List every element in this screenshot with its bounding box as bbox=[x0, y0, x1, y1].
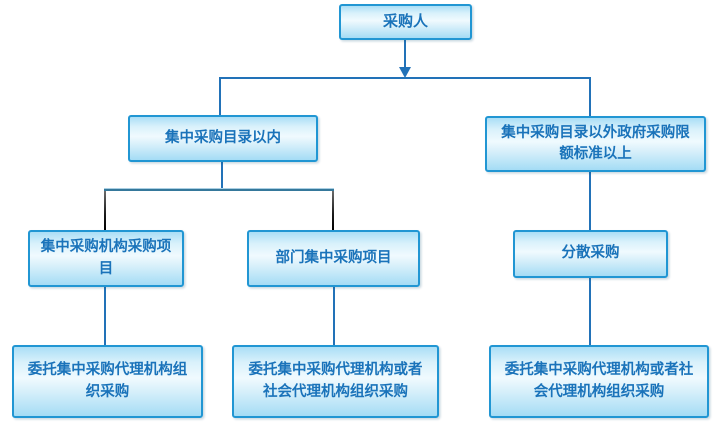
node-delegate-central-or-social-mid-label: 委托集中采购代理机构或者社会代理机构组织采购 bbox=[248, 362, 423, 400]
node-delegate-central-or-social-right-label: 委托集中采购代理机构或者社会代理机构组织采购 bbox=[504, 362, 694, 400]
connector-within-catalog-down bbox=[221, 162, 223, 190]
connector-purchaser-down bbox=[404, 40, 406, 68]
node-decentralized-label: 分散采购 bbox=[561, 245, 620, 262]
node-within-catalog-label: 集中采购目录以内 bbox=[165, 129, 281, 146]
connector-to-outside-catalog bbox=[589, 79, 591, 116]
connector-drop-central-agency bbox=[104, 191, 106, 230]
arrowhead-down-icon bbox=[399, 67, 411, 78]
node-dept-central-project: 部门集中采购项目 bbox=[247, 230, 420, 287]
node-outside-catalog: 集中采购目录以外政府采购限额标准以上 bbox=[485, 116, 706, 172]
node-purchaser: 采购人 bbox=[339, 4, 472, 40]
connector-drop-dept-central bbox=[332, 191, 334, 230]
node-delegate-central-label: 委托集中采购代理机构组织采购 bbox=[27, 362, 188, 400]
connector-level3-horizontal bbox=[104, 188, 334, 191]
node-delegate-central-or-social-mid: 委托集中采购代理机构或者社会代理机构组织采购 bbox=[232, 345, 439, 418]
node-central-agency-project: 集中采购机构采购项目 bbox=[28, 230, 184, 287]
node-delegate-central-or-social-right: 委托集中采购代理机构或者社会代理机构组织采购 bbox=[489, 345, 709, 418]
node-delegate-central: 委托集中采购代理机构组织采购 bbox=[12, 345, 203, 418]
node-dept-central-project-label: 部门集中采购项目 bbox=[275, 249, 392, 266]
connector-decentralized-down bbox=[589, 278, 591, 345]
node-purchaser-label: 采购人 bbox=[382, 13, 428, 31]
connector-dept-central-down bbox=[333, 287, 335, 345]
connector-to-within-catalog bbox=[219, 79, 221, 115]
node-decentralized: 分散采购 bbox=[513, 230, 668, 278]
node-outside-catalog-label: 集中采购目录以外政府采购限额标准以上 bbox=[501, 124, 690, 162]
node-within-catalog: 集中采购目录以内 bbox=[128, 115, 318, 162]
node-central-agency-project-label: 集中采购机构采购项目 bbox=[40, 239, 172, 277]
connector-level2-horizontal bbox=[219, 77, 591, 79]
connector-outside-catalog-down bbox=[589, 172, 591, 230]
connector-central-agency-down bbox=[104, 287, 106, 345]
